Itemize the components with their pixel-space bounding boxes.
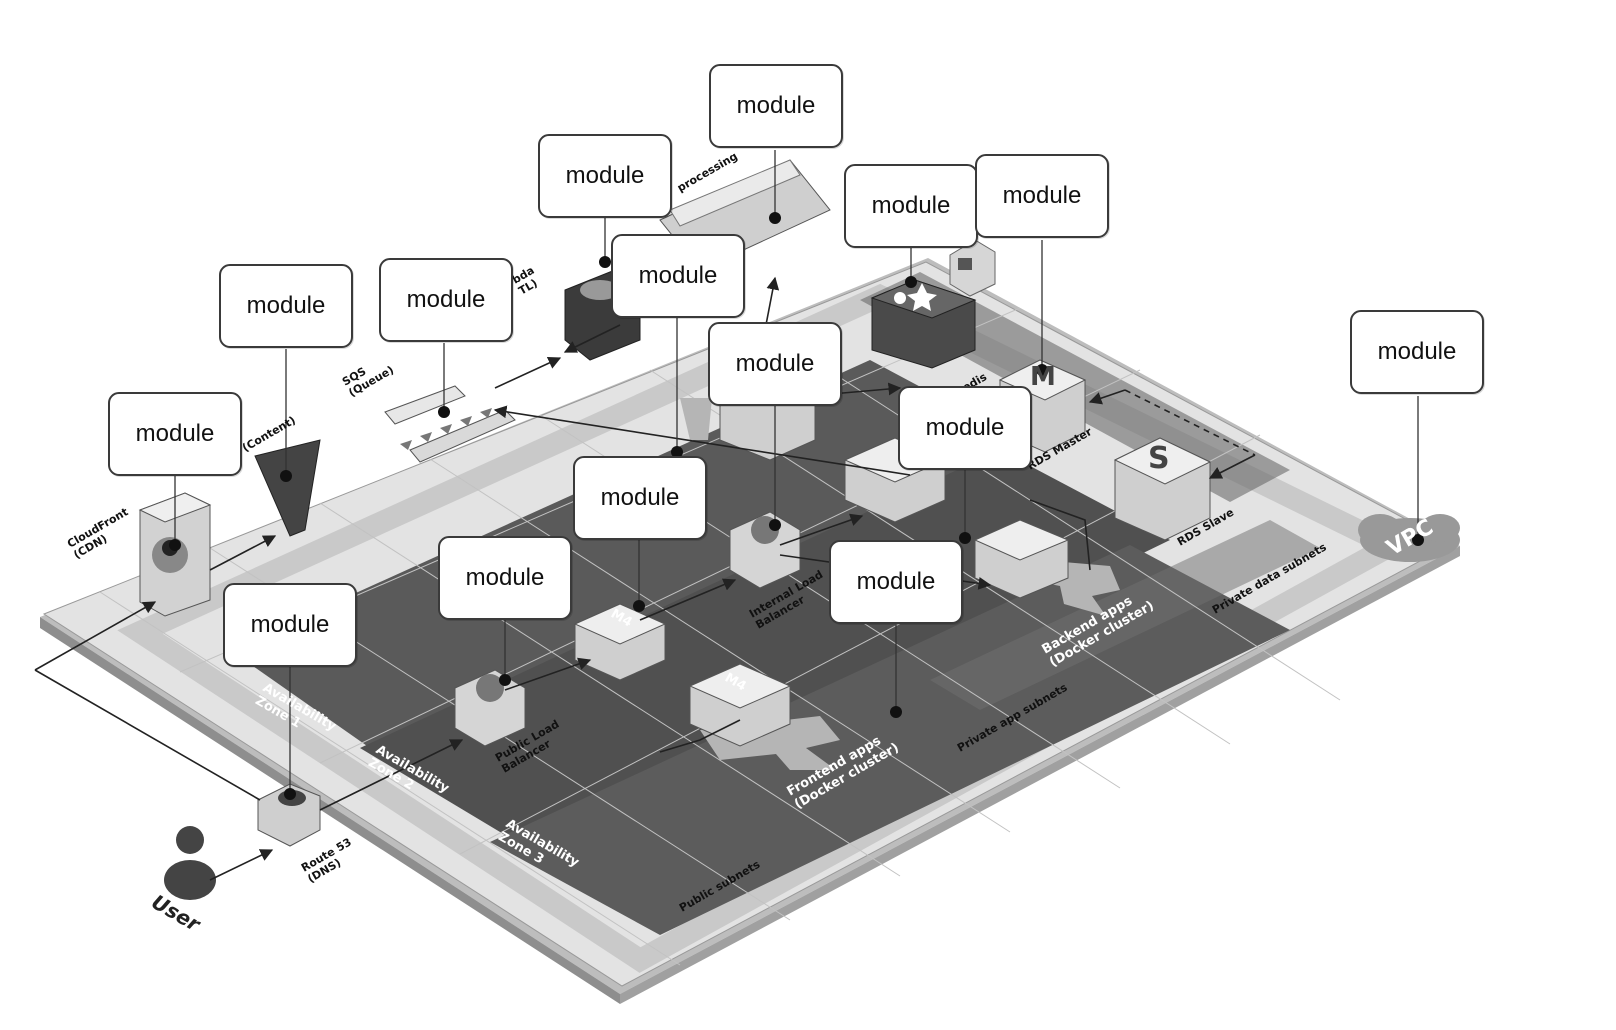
- module-box-frontend-cluster: module: [611, 234, 745, 318]
- module-box-lambda: module: [538, 134, 672, 218]
- label-rds-s: S: [1148, 441, 1170, 476]
- module-box-security: module: [844, 164, 978, 248]
- module-box-cloudfront: module: [108, 392, 242, 476]
- module-box-s3: module: [219, 264, 353, 348]
- label-lambda: bdaTL): [510, 264, 543, 298]
- user-node: [164, 826, 216, 900]
- module-box-frontend-app: module: [573, 456, 707, 540]
- lock-icon-group: [950, 240, 995, 296]
- module-box-private-app-subnets: module: [829, 540, 963, 624]
- label-sqs: SQS(Queue): [340, 352, 396, 399]
- module-box-processing: module: [709, 64, 843, 148]
- label-rds-m: M: [1030, 362, 1056, 392]
- label-route53: Route 53(DNS): [299, 835, 360, 885]
- label-cloudfront: CloudFront(CDN): [65, 505, 137, 561]
- module-box-backend-cluster: module: [898, 386, 1032, 470]
- module-box-rds-master: module: [975, 154, 1109, 238]
- module-box-route53: module: [223, 583, 357, 667]
- module-box-public-lb: module: [438, 536, 572, 620]
- module-box-internal-lb: module: [708, 322, 842, 406]
- module-box-vpc: module: [1350, 310, 1484, 394]
- module-box-sqs: module: [379, 258, 513, 342]
